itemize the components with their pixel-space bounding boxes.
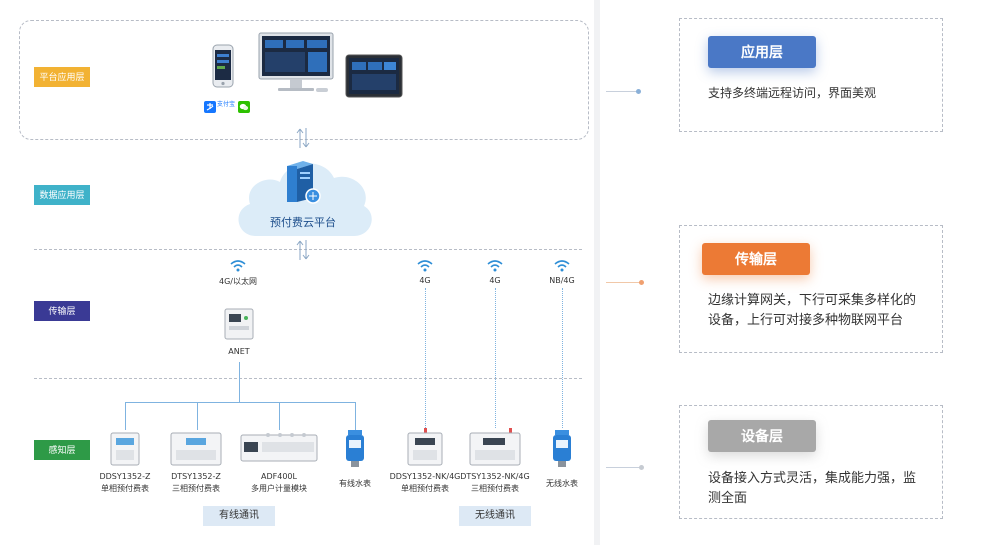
wifi-signal-icon: [230, 260, 246, 272]
connector-app-layer: [606, 91, 638, 92]
connector-dot: [639, 280, 644, 285]
wifi-signal-icon: [554, 260, 570, 272]
alipay-text: 支付宝: [217, 102, 236, 108]
wired-bus-line: [125, 402, 355, 403]
wireless-link-line: [425, 288, 426, 428]
device-name: 有线水表: [339, 479, 371, 488]
wireless-link-line: [562, 288, 563, 428]
wifi-signal-icon: [487, 260, 503, 272]
connector-device-layer: [606, 467, 641, 468]
card-description: 支持多终端远程访问，界面美观: [708, 86, 877, 100]
device-name: 多用户计量模块: [251, 484, 307, 493]
wired-bus-drop: [355, 402, 356, 430]
smartphone-icon: [212, 44, 234, 88]
device-model: DDSY1352-Z: [99, 472, 151, 481]
card-description: 边缘计算网关，下行可采集多样化的设备，上行可对接多种物联网平台: [708, 292, 917, 327]
metering-module-icon: [240, 433, 318, 462]
desktop-monitor-icon: [258, 32, 334, 92]
card-description: 设备接入方式灵活，集成能力强，监测全面: [708, 470, 917, 505]
wireless-water-meter-icon: [553, 430, 571, 467]
device-model: ADF400L: [261, 472, 297, 481]
card-transmission-layer: 传输层 边缘计算网关，下行可采集多样化的设备，上行可对接多种物联网平台: [679, 225, 943, 353]
gateway-signal-label: 4G/以太网: [219, 277, 257, 286]
wired-bus-drop: [125, 402, 126, 430]
wired-bus-drop: [279, 402, 280, 430]
wireless-signal-label: 4G: [489, 276, 501, 285]
platform-app-region: [19, 20, 589, 140]
device-name: 单相预付费表: [401, 484, 449, 493]
device-name: 单相预付费表: [101, 484, 149, 493]
architecture-diagram: 平台应用层 数据应用层 传输层 感知层 支付宝: [19, 0, 600, 545]
bidirectional-arrow-icon: [296, 240, 310, 260]
device-name: 三相预付费表: [172, 484, 220, 493]
wireless-comm-label: 无线通讯: [459, 506, 531, 526]
card-application-layer: 应用层 支持多终端远程访问，界面美观: [679, 18, 943, 132]
layer-tag-platform-app: 平台应用层: [34, 67, 90, 87]
separator-transmission-perception: [34, 378, 582, 379]
layer-tag-perception: 感知层: [34, 440, 90, 460]
connector-dot: [639, 465, 644, 470]
layer-tag-transmission: 传输层: [34, 301, 90, 321]
card-title: 传输层: [702, 243, 810, 275]
bidirectional-arrow-icon: [296, 128, 310, 148]
wired-comm-label: 有线通讯: [203, 506, 275, 526]
card-title: 设备层: [708, 420, 816, 452]
wireless-signal-label: NB/4G: [549, 276, 575, 285]
gateway-label: ANET: [228, 347, 250, 356]
single-phase-4g-meter-icon: [407, 428, 443, 466]
device-model: DTSY1352-Z: [171, 472, 221, 481]
gateway-device-icon: [224, 308, 254, 340]
wifi-signal-icon: [417, 260, 433, 272]
device-name: 三相预付费表: [471, 484, 519, 493]
card-title: 应用层: [708, 36, 816, 68]
wired-bus-trunk: [239, 362, 240, 402]
cloud-label: 预付费云平台: [270, 216, 336, 229]
server-icon: [287, 161, 321, 204]
single-phase-meter-icon: [110, 432, 140, 466]
separator-data-transmission: [34, 249, 582, 250]
wired-bus-drop: [197, 402, 198, 430]
alipay-logo: 支付宝: [204, 101, 236, 114]
device-model: DDSY1352-NK/4G: [389, 472, 461, 481]
wechat-icon: [238, 101, 250, 113]
water-meter-icon: [346, 430, 364, 467]
three-phase-4g-meter-icon: [469, 428, 521, 466]
three-phase-meter-icon: [170, 432, 222, 466]
wireless-link-line: [495, 288, 496, 428]
alipay-icon: [204, 101, 216, 113]
connector-transmission-layer: [606, 282, 641, 283]
card-device-layer: 设备层 设备接入方式灵活，集成能力强，监测全面: [679, 405, 943, 519]
device-name: 无线水表: [546, 479, 578, 488]
wireless-signal-label: 4G: [419, 276, 431, 285]
connector-dot: [636, 89, 641, 94]
tablet-icon: [345, 54, 403, 98]
device-model: DTSY1352-NK/4G: [460, 472, 530, 481]
layer-tag-data-app: 数据应用层: [34, 185, 90, 205]
